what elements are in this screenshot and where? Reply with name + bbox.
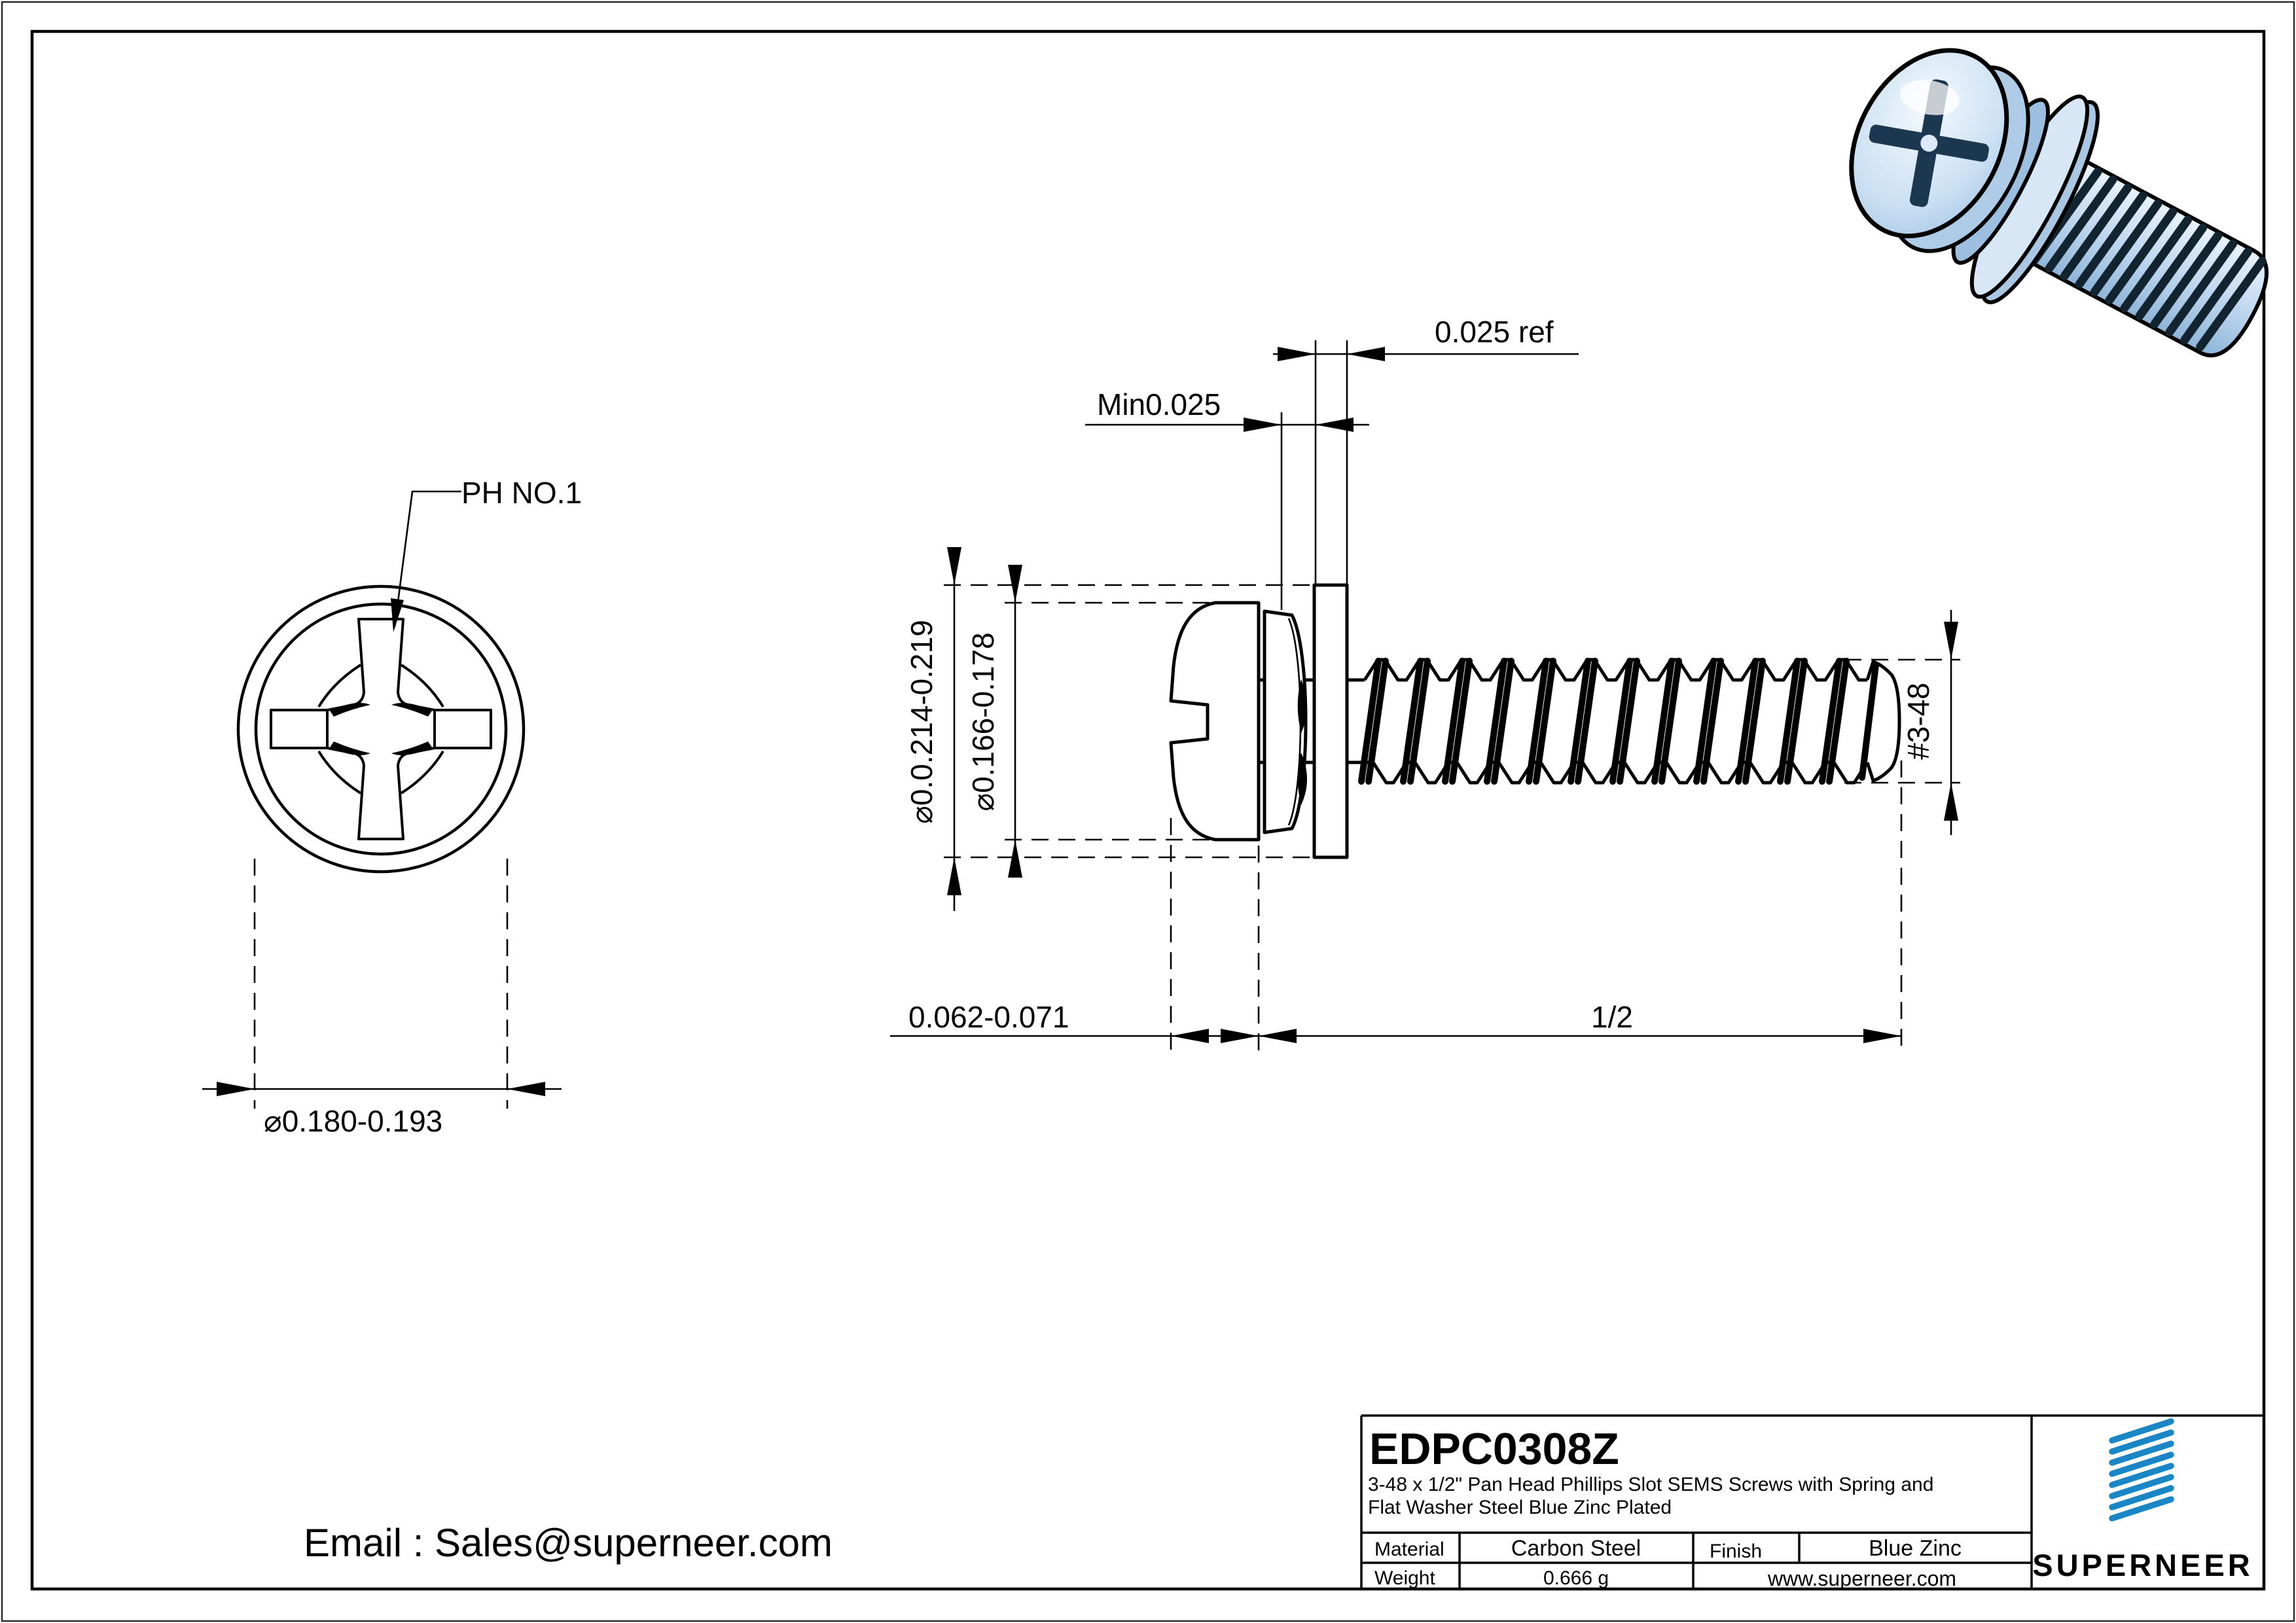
dim-arrow (217, 1082, 255, 1096)
drive-leader-arrow (391, 598, 404, 632)
finish-value: Blue Zinc (1869, 1536, 1962, 1561)
dim-head-height-label: 0.062-0.071 (908, 1000, 1069, 1034)
screw-3d-render (1849, 48, 2269, 357)
material-value: Carbon Steel (1511, 1536, 1641, 1561)
dim-head-od-label: ⌀0.166-0.178 (966, 632, 1000, 811)
dim-arrow (1008, 840, 1022, 878)
dim-washer-od-label: ⌀0.0.214-0.219 (905, 620, 939, 824)
part-description-line1: 3-48 x 1/2" Pan Head Phillips Slot SEMS … (1368, 1474, 1933, 1495)
phillips-recess-outline (326, 618, 436, 840)
render-thread-ridges (2030, 168, 2267, 351)
dim-arrow (1171, 1029, 1209, 1043)
phillips-wing-lines (317, 664, 444, 794)
dim-arrow (1944, 622, 1958, 660)
spring-washer-split-marks (1297, 679, 1307, 805)
drive-label: PH NO.1 (461, 476, 582, 510)
dim-arrow (1278, 347, 1316, 361)
superneer-logo-icon (2109, 1418, 2174, 1522)
part-number: EDPC0308Z (1369, 1424, 1619, 1474)
dim-arrow (1008, 565, 1022, 603)
thread-top-profile (1363, 658, 1867, 682)
website-link[interactable]: www.superneer.com (1767, 1567, 1956, 1590)
dim-arrow (1259, 1029, 1297, 1043)
spring-washer-circle (254, 602, 508, 856)
slot-recess-outline (270, 709, 492, 749)
head-profile (1169, 601, 1261, 842)
dim-arrow (1347, 347, 1385, 361)
flat-washer-profile (1312, 583, 1349, 859)
part-description-line2: Flat Washer Steel Blue Zinc Plated (1368, 1497, 1672, 1518)
washer-outline-circle (236, 584, 526, 874)
dim-arrow (1944, 783, 1958, 821)
material-label: Material (1374, 1539, 1444, 1560)
render-highlight (1899, 80, 1960, 115)
thread-flank-lines (1358, 658, 1879, 785)
dim-arrow (947, 547, 961, 585)
dim-arrow (1221, 1029, 1259, 1043)
front-view: PH NO.1 ⌀0.180-0.193 (202, 476, 582, 1138)
phillips-sliver-marks (330, 703, 432, 755)
side-view: ⌀0.0.214-0.219 ⌀0.166-0.178 0.025 ref Mi… (890, 315, 1960, 1055)
contact-email: Email : Sales@superneer.com (304, 1521, 833, 1565)
dim-arrow (947, 857, 961, 895)
dim-length-label: 1/2 (1591, 1000, 1633, 1034)
title-block: EDPC0308Z 3-48 x 1/2" Pan Head Phillips … (1360, 1414, 2264, 1590)
drive-leader-line (393, 490, 461, 628)
sheet-frame (30, 29, 2266, 1591)
dim-spring-washer-min-label: Min0.025 (1097, 387, 1221, 421)
dim-thread-size-label: #3-48 (1901, 683, 1935, 760)
dim-arrow (507, 1082, 545, 1096)
dim-arrow (1863, 1029, 1901, 1043)
dim-arrow (1316, 418, 1354, 432)
weight-label: Weight (1374, 1567, 1435, 1589)
dim-flat-washer-ref-label: 0.025 ref (1435, 315, 1554, 349)
finish-label: Finish (1710, 1541, 1762, 1562)
dim-arrow (1244, 418, 1282, 432)
weight-value: 0.666 g (1543, 1567, 1609, 1589)
thread-tip (1865, 660, 1901, 783)
brand-name: SUPERNEER (2032, 1548, 2253, 1582)
dim-slot-diameter-label: ⌀0.180-0.193 (264, 1104, 442, 1138)
spring-washer-profile (1263, 609, 1308, 834)
